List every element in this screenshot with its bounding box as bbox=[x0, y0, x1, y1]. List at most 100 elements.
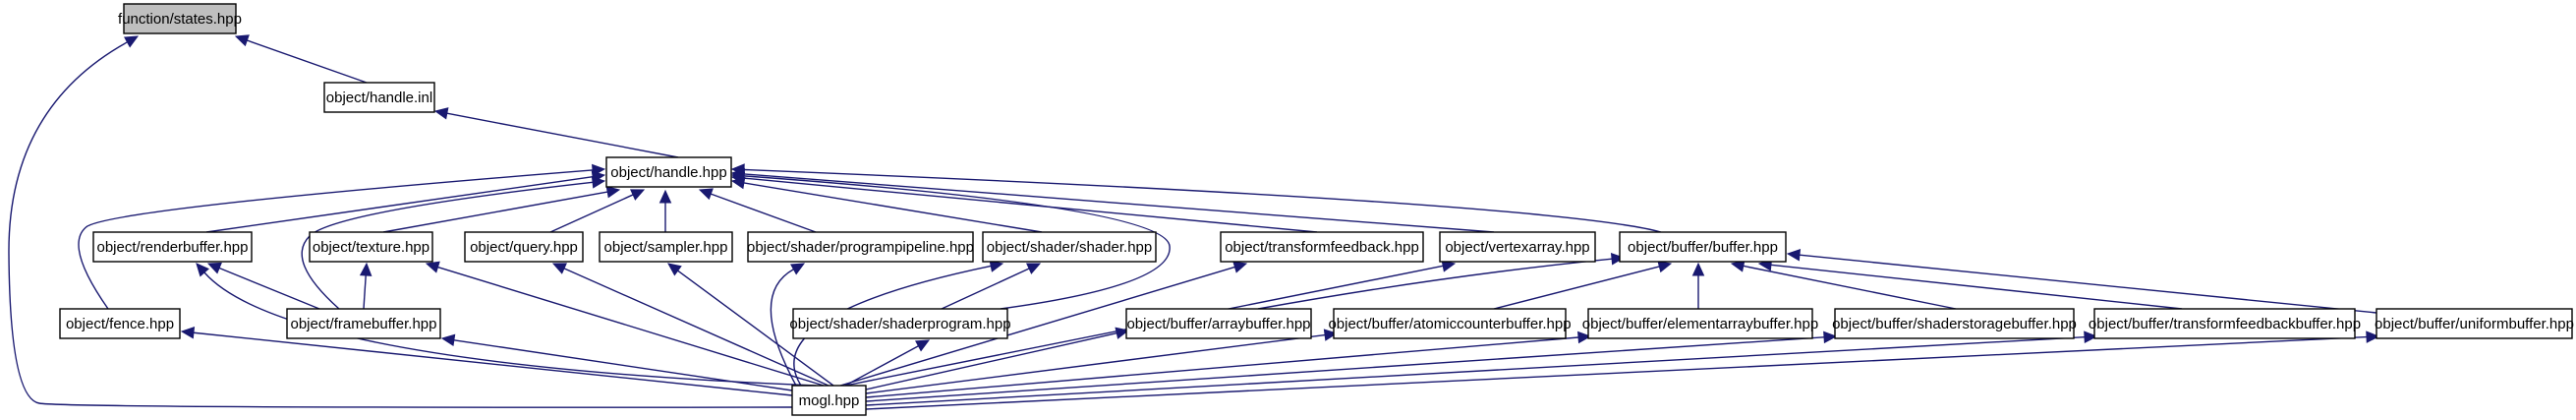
node-box[interactable] bbox=[92, 231, 253, 263]
node-uniformbuffer[interactable]: object/buffer/uniformbuffer.hpp bbox=[2375, 308, 2574, 339]
node-label: object/shader/programpipeline.hpp bbox=[747, 239, 974, 256]
node-programpipeline[interactable]: object/shader/programpipeline.hpp bbox=[747, 231, 974, 263]
edge-mogl-to-programpipeline bbox=[770, 263, 806, 387]
edges-layer bbox=[8, 34, 2380, 410]
node-buffer[interactable]: object/buffer/buffer.hpp bbox=[1619, 231, 1787, 263]
node-elementarraybuffer[interactable]: object/buffer/elementarraybuffer.hpp bbox=[1582, 308, 1818, 339]
arrowhead-icon bbox=[630, 189, 646, 201]
edge-mogl-to-shaderstoragebuffer bbox=[865, 330, 1838, 402]
node-mogl[interactable]: mogl.hpp bbox=[791, 385, 867, 416]
edge-line bbox=[549, 194, 634, 233]
edge-line bbox=[941, 268, 1030, 310]
arrowhead-icon bbox=[1610, 252, 1626, 266]
node-label: object/buffer/buffer.hpp bbox=[1628, 239, 1778, 256]
edge-line bbox=[865, 333, 1326, 394]
node-box[interactable] bbox=[2376, 308, 2573, 339]
arrowhead-icon bbox=[206, 262, 222, 274]
node-shaderstoragebuffer[interactable]: object/buffer/shaderstoragebuffer.hpp bbox=[1832, 308, 2077, 339]
node-box[interactable] bbox=[309, 231, 433, 263]
edge-line bbox=[743, 173, 1495, 233]
arrowhead-icon bbox=[1786, 248, 1802, 262]
edge-line bbox=[743, 175, 1171, 310]
node-label: object/texture.hpp bbox=[313, 239, 429, 256]
arrowhead-icon bbox=[2084, 330, 2098, 343]
node-transformfeedback[interactable]: object/transformfeedback.hpp bbox=[1220, 231, 1424, 263]
edge-line bbox=[1743, 265, 1957, 310]
node-box[interactable] bbox=[286, 308, 441, 339]
node-states: function/states.hpp bbox=[118, 3, 242, 34]
arrowhead-icon bbox=[551, 263, 567, 274]
node-label: object/framebuffer.hpp bbox=[291, 316, 437, 332]
node-box[interactable] bbox=[1619, 231, 1787, 263]
node-box[interactable] bbox=[791, 385, 867, 416]
edge-arraybuffer-to-buffer bbox=[1257, 252, 1626, 310]
node-label: object/sampler.hpp bbox=[604, 239, 728, 256]
edge-elementarraybuffer-to-buffer bbox=[1691, 262, 1705, 309]
arrowhead-icon bbox=[698, 188, 714, 201]
arrowhead-icon bbox=[2366, 330, 2380, 343]
node-box[interactable] bbox=[1587, 308, 1813, 339]
node-box[interactable] bbox=[464, 231, 584, 263]
edge-mogl-to-sampler bbox=[667, 263, 834, 387]
edge-line bbox=[363, 274, 367, 310]
edge-framebuffer-to-handle_hpp bbox=[301, 176, 606, 310]
arrowhead-icon bbox=[790, 263, 806, 275]
node-box[interactable] bbox=[605, 156, 732, 188]
edge-line bbox=[78, 169, 594, 310]
edge-mogl-to-arraybuffer bbox=[865, 327, 1130, 390]
arrowhead-icon bbox=[915, 339, 931, 352]
node-label: object/handle.hpp bbox=[610, 164, 726, 181]
node-arraybuffer[interactable]: object/buffer/arraybuffer.hpp bbox=[1125, 308, 1312, 339]
node-sampler[interactable]: object/sampler.hpp bbox=[599, 231, 733, 263]
edge-line bbox=[1493, 266, 1660, 310]
node-shader[interactable]: object/shader/shader.hpp bbox=[982, 231, 1157, 263]
node-fence[interactable]: object/fence.hpp bbox=[59, 308, 181, 339]
node-box[interactable] bbox=[599, 231, 733, 263]
node-box[interactable] bbox=[1220, 231, 1424, 263]
node-box[interactable] bbox=[1439, 231, 1596, 263]
node-box[interactable] bbox=[59, 308, 181, 339]
edge-line bbox=[865, 336, 1825, 402]
node-atomiccounterbuffer[interactable]: object/buffer/atomiccounterbuffer.hpp bbox=[1328, 308, 1572, 339]
node-renderbuffer[interactable]: object/renderbuffer.hpp bbox=[92, 231, 253, 263]
arrowhead-icon bbox=[730, 163, 745, 176]
edge-line bbox=[563, 268, 830, 387]
node-box[interactable] bbox=[1125, 308, 1312, 339]
edge-line bbox=[1257, 258, 1613, 310]
edge-line bbox=[382, 191, 608, 233]
arrowhead-icon bbox=[1115, 327, 1130, 339]
edge-query-to-handle_hpp bbox=[549, 189, 646, 233]
node-box[interactable] bbox=[1333, 308, 1567, 339]
node-box[interactable] bbox=[982, 231, 1157, 263]
edge-transformfeedbackbuffer-to-buffer bbox=[1757, 259, 2183, 310]
node-box[interactable] bbox=[792, 308, 1008, 339]
node-box[interactable] bbox=[323, 82, 435, 113]
node-box[interactable] bbox=[2093, 308, 2356, 339]
node-label: object/vertexarray.hpp bbox=[1445, 239, 1589, 256]
node-box[interactable] bbox=[747, 231, 974, 263]
edge-line bbox=[865, 331, 1117, 390]
edge-line bbox=[205, 176, 594, 233]
node-shaderprogram[interactable]: object/shader/shaderprogram.hpp bbox=[789, 308, 1011, 339]
arrowhead-icon bbox=[658, 189, 672, 204]
node-label: object/shader/shaderprogram.hpp bbox=[789, 316, 1010, 332]
node-query[interactable]: object/query.hpp bbox=[464, 231, 584, 263]
node-transformfeedbackbuffer[interactable]: object/buffer/transformfeedbackbuffer.hp… bbox=[2089, 308, 2361, 339]
node-box[interactable] bbox=[1834, 308, 2075, 339]
edge-framebuffer-to-renderbuffer bbox=[206, 262, 320, 310]
arrowhead-icon bbox=[1026, 263, 1042, 274]
edge-atomiccounterbuffer-to-buffer bbox=[1493, 261, 1673, 310]
edge-renderbuffer-to-handle_hpp bbox=[205, 170, 606, 233]
node-vertexarray[interactable]: object/vertexarray.hpp bbox=[1439, 231, 1596, 263]
node-handle_inl[interactable]: object/handle.inl bbox=[323, 82, 435, 113]
arrowhead-icon bbox=[234, 34, 250, 47]
edge-handle_inl-to-states bbox=[234, 34, 368, 84]
edge-mogl-to-shaderprogram bbox=[844, 339, 931, 387]
edge-line bbox=[865, 335, 2086, 406]
node-framebuffer[interactable]: object/framebuffer.hpp bbox=[286, 308, 441, 339]
arrowhead-icon bbox=[1691, 262, 1705, 276]
node-texture[interactable]: object/texture.hpp bbox=[309, 231, 433, 263]
edge-mogl-to-transformfeedbackbuffer bbox=[865, 330, 2098, 406]
node-handle_hpp[interactable]: object/handle.hpp bbox=[605, 156, 732, 188]
